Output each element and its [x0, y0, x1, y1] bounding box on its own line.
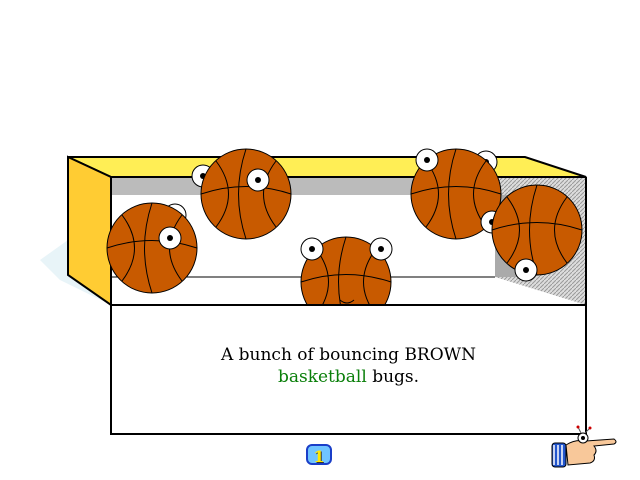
box-front-panel [110, 304, 587, 435]
pointing-hand-icon [551, 425, 617, 468]
next-page-button[interactable] [550, 425, 618, 470]
caption-text: A bunch of bouncing BROWN basketball bug… [111, 344, 586, 388]
basketball-bug[interactable] [300, 236, 393, 328]
caption-colored-word[interactable]: basketball [277, 367, 367, 387]
caption-rest: bugs. [372, 367, 420, 387]
box-top-rim [67, 156, 587, 178]
page-number-button[interactable]: 1 [306, 444, 332, 466]
caption-line-1: A bunch of bouncing BROWN [220, 345, 477, 365]
basketball-bug[interactable] [106, 202, 198, 294]
caption-line-2: basketball bugs. [111, 366, 586, 388]
box-shadow [40, 240, 111, 305]
